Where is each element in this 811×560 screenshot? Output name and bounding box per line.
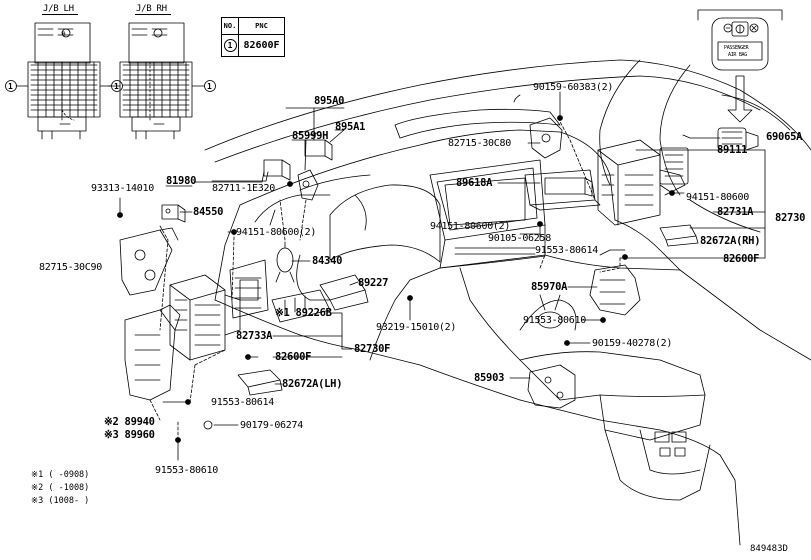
callout-1-c: 1 (207, 82, 212, 91)
pnc-row-pnc: 82600F (238, 34, 285, 57)
label-82730: 82730 (775, 212, 806, 224)
instrument-panel-outline (204, 59, 811, 546)
label-89227: 89227 (358, 277, 389, 289)
junction-block-left: θ (15, 22, 113, 140)
label-82711-1E320: 82711-1E320 (212, 183, 275, 194)
airbag-label-line1: PASSENGER (724, 45, 749, 51)
callout-1-a: 1 (8, 82, 13, 91)
bracket-82672A-RH (659, 224, 699, 247)
label-82672A-LH: 82672A(LH) (282, 378, 343, 390)
module-85903 (527, 364, 576, 409)
label-81980: 81980 (166, 175, 197, 187)
clip-90179-06274 (203, 420, 213, 430)
airbag-label-line2: AIR BAG (728, 52, 747, 58)
label-90179-06274: 90179-06274 (240, 420, 303, 431)
relay-895A1 (304, 131, 333, 161)
label-82733A: 82733A (236, 330, 273, 342)
control-unit-84550 (161, 204, 186, 223)
label-94151-80600-2-left: 94151-80600(2) (236, 227, 317, 238)
module-89227 (319, 274, 369, 311)
jb-right-title: J/B RH (136, 4, 167, 14)
jb-left-title-underline (42, 14, 78, 15)
footnote-3: ※3 (1008- ) (31, 496, 90, 506)
label-82672A-RH: 82672A(RH) (700, 235, 761, 247)
bracket-82672A-LH (237, 369, 283, 396)
label-90159-60383: 90159-60383(2) (533, 82, 614, 93)
center-console (519, 294, 711, 501)
ecu-bracket-82733A (229, 259, 269, 319)
label-85999H: 85999H (292, 130, 329, 142)
ecu-82730F (169, 274, 241, 361)
cable-block-89226B (271, 289, 331, 323)
pnc-table: NO. PNC 1 82600F (221, 16, 285, 57)
label-82715-30C80: 82715-30C80 (448, 138, 511, 149)
bracket-82715-30C80 (529, 117, 563, 159)
pnc-row-no-cell: 1 (221, 34, 239, 57)
sensor-84340 (275, 241, 295, 283)
label-93219-15010: 93219-15010(2) (376, 322, 457, 333)
label-69065A: 69065A (766, 131, 803, 143)
bracket-85999H (297, 169, 319, 201)
label-90159-40278: 90159-40278(2) (592, 338, 673, 349)
ecu-89111 (597, 139, 689, 226)
label-82600F-left: 82600F (275, 351, 312, 363)
label-895A0: 895A0 (314, 95, 345, 107)
pnc-col-pnc: PNC (238, 16, 285, 36)
module-89618A (544, 177, 593, 197)
label-91553-80614-right: 91553-80614 (535, 245, 598, 256)
footnote-2: ※2 ( -1008) (31, 483, 90, 493)
label-84340: 84340 (312, 255, 343, 267)
label-89960: ※3 89960 (104, 429, 155, 441)
label-82600F-right: 82600F (723, 253, 760, 265)
label-94151-80600-right: 94151-80600 (686, 192, 749, 203)
jb-left-title: J/B LH (43, 4, 74, 14)
pnc-col-no: NO. (221, 16, 239, 36)
label-90105-06258: 90105-06258 (488, 233, 551, 244)
fasteners (117, 115, 675, 443)
label-85970A: 85970A (531, 281, 568, 293)
relay-81980 (263, 159, 291, 181)
label-91553-80610-right: 91553-80610 (523, 315, 586, 326)
label-94151-80600-2-right: 94151-80600(2) (430, 221, 511, 232)
bracket-85970A (589, 264, 641, 316)
lower-bracket-89940 (124, 304, 181, 401)
label-91553-80610-left: 91553-80610 (155, 465, 218, 476)
label-89940: ※2 89940 (104, 416, 155, 428)
label-89111: 89111 (717, 144, 748, 156)
label-82731A: 82731A (717, 206, 754, 218)
bracket-82715-30C90 (119, 227, 179, 296)
label-93313-14010: 93313-14010 (91, 183, 154, 194)
label-89226B: ※1 89226B (275, 307, 332, 319)
label-82715-30C90: 82715-30C90 (39, 262, 102, 273)
junction-block-right (107, 22, 205, 140)
footnote-1: ※1 ( -0908) (31, 470, 90, 480)
label-91553-80614-left: 91553-80614 (211, 397, 274, 408)
callout-circles (5, 80, 216, 92)
leader-lines (119, 91, 766, 461)
pnc-row-no: 1 (223, 39, 237, 53)
label-89618A: 89618A (456, 177, 493, 189)
airbag-switch-inset (697, 9, 783, 151)
jb-right-title-underline (135, 14, 171, 15)
svg-text:θ: θ (62, 31, 66, 38)
label-82730F: 82730F (354, 343, 391, 355)
diagram-code: 849483D (750, 544, 788, 554)
callout-1-b: 1 (114, 82, 119, 91)
label-895A1: 895A1 (335, 121, 366, 133)
label-84550: 84550 (193, 206, 224, 218)
label-85903: 85903 (474, 372, 505, 384)
